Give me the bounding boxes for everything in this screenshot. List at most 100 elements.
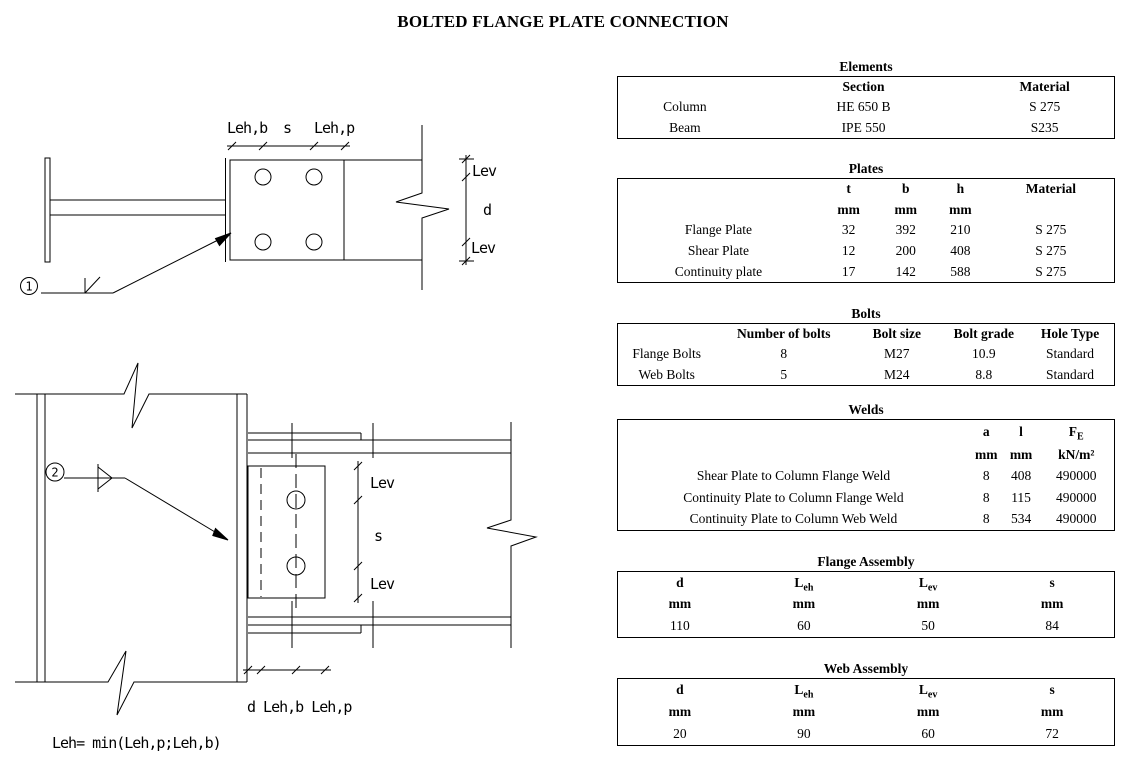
dim-label-lev-bottom: Lev	[370, 575, 395, 593]
elevation-view-diagram: Lev s Lev 2 d Leh,b Leh,p Leh= min(Leh,p…	[15, 362, 538, 752]
callout-circle	[45, 462, 65, 482]
cell: mm	[792, 596, 816, 612]
cell: d	[676, 574, 684, 590]
dim-label-leh-b: Leh,b	[227, 119, 268, 137]
cell: mm	[668, 596, 692, 612]
leader-arrowhead	[212, 527, 229, 541]
flange-plate-outline	[229, 159, 345, 261]
cell: 20	[673, 726, 687, 741]
table-row: Continuity Plate to Column Web Weld 8 53…	[618, 509, 1115, 531]
beam-bottom-flange-outline	[248, 601, 511, 648]
cell: 17	[841, 263, 856, 279]
table-header-row: d Leh Lev s	[618, 679, 1115, 702]
leh-formula-note: Leh= min(Leh,p;Leh,b)	[52, 734, 221, 752]
cell: mm	[916, 596, 940, 612]
cell: 60	[921, 726, 935, 741]
cell: Bolt size	[872, 326, 921, 342]
cell: 5	[780, 366, 788, 382]
beam-flange-outline	[344, 125, 450, 290]
table-units-row: mm mm mm mm	[618, 701, 1115, 723]
bolts-table-title: Bolts	[851, 306, 881, 321]
cell	[618, 77, 752, 98]
break-symbol	[15, 362, 247, 429]
dim-label-lev-top: Lev	[472, 162, 497, 180]
table-units-row: mm mm mm mm	[618, 594, 1115, 616]
weld-callout-2: 2	[45, 462, 229, 541]
cell: 115	[1011, 489, 1031, 505]
bolt-hole	[305, 233, 323, 251]
cell: mm	[1040, 704, 1064, 719]
cell: S235	[1030, 119, 1059, 135]
table-row: Flange Bolts 8 M27 10.9 Standard	[618, 344, 1115, 364]
cell: 32	[841, 222, 856, 238]
cell: Lev	[918, 682, 938, 701]
cell: S 275	[1029, 99, 1061, 115]
cell	[988, 200, 1115, 221]
table-row: 20 90 60 72	[618, 723, 1115, 746]
cell: Shear Plate	[687, 243, 749, 259]
shear-plate-outline	[247, 454, 326, 611]
column-section-outline	[44, 157, 226, 263]
cell: Number of bolts	[736, 326, 831, 342]
dim-label-lev-bottom: Lev	[471, 239, 496, 257]
cell: S 275	[1035, 243, 1067, 259]
elevation-bottom-dimension: d Leh,b Leh,p	[243, 665, 353, 716]
cell: S 275	[1035, 263, 1067, 279]
cell: 8	[982, 511, 990, 527]
cell: Continuity plate	[674, 263, 763, 279]
cell: mm	[916, 704, 940, 719]
cell: Hole Type	[1040, 326, 1100, 342]
cell: 8	[982, 489, 990, 505]
cell: Shear Plate to Column Flange Weld	[696, 468, 891, 484]
cell: mm	[949, 201, 972, 217]
cell: IPE 550	[841, 119, 886, 135]
cell: FE	[1038, 420, 1114, 445]
cell: mm	[1040, 596, 1064, 612]
cell: Leh	[794, 574, 814, 594]
cell: 408	[950, 243, 971, 259]
cell: 90	[797, 726, 811, 741]
cell: Material	[1019, 79, 1070, 95]
cell: Section	[842, 79, 885, 95]
leader-arrowhead	[214, 232, 232, 247]
callout-circle	[20, 277, 38, 295]
cell: 200	[895, 243, 916, 259]
table-header-row: a l FE	[618, 420, 1115, 445]
callout-number: 1	[25, 280, 32, 294]
dim-label-bottom: d Leh,b Leh,p	[247, 698, 352, 716]
cell: 408	[1010, 468, 1032, 484]
cell: kN/m²	[1058, 446, 1095, 462]
welds-table-block: Welds a l FE mm mm kN/m² Shear Plate to …	[617, 400, 1115, 531]
flange-assembly-table: d Leh Lev s mm mm mm mm 110 60 50 84	[617, 571, 1115, 638]
cell: mm	[975, 446, 998, 462]
break-symbol	[486, 422, 538, 648]
dim-label-lev-top: Lev	[370, 474, 395, 492]
cell: Continuity Plate to Column Web Weld	[689, 511, 898, 527]
weld-callout-1: 1	[20, 232, 232, 295]
table-row: Beam IPE 550 S235	[618, 118, 1115, 139]
bolts-table: Number of bolts Bolt size Bolt grade Hol…	[617, 323, 1115, 386]
cell: Beam	[669, 119, 701, 135]
cell: h	[956, 181, 965, 197]
cell: 12	[841, 243, 856, 259]
dim-label-s: s	[283, 119, 291, 137]
table-header-row: d Leh Lev s	[618, 572, 1115, 594]
cell: 490000	[1055, 489, 1097, 505]
welds-table: a l FE mm mm kN/m² Shear Plate to Column…	[617, 419, 1115, 531]
plates-table-title: Plates	[848, 161, 884, 176]
table-header-row: Number of bolts Bolt size Bolt grade Hol…	[618, 324, 1115, 345]
table-row: Shear Plate to Column Flange Weld 8 408 …	[618, 466, 1115, 488]
cell: 490000	[1055, 511, 1097, 527]
cell: 8	[780, 346, 788, 362]
elements-table: Section Material Column HE 650 B S 275 B…	[617, 76, 1115, 139]
cell: 8.8	[975, 366, 993, 382]
cell: Flange Plate	[684, 222, 752, 238]
column-elevation-outline	[15, 362, 248, 716]
cell: mm	[837, 201, 860, 217]
cell: Lev	[918, 574, 938, 594]
table-row: Column HE 650 B S 275	[618, 97, 1115, 117]
table-row: Continuity Plate to Column Flange Weld 8…	[618, 487, 1115, 509]
table-header-row: Section Material	[618, 77, 1115, 98]
cell: 110	[670, 617, 690, 633]
cell: mm	[668, 704, 692, 719]
